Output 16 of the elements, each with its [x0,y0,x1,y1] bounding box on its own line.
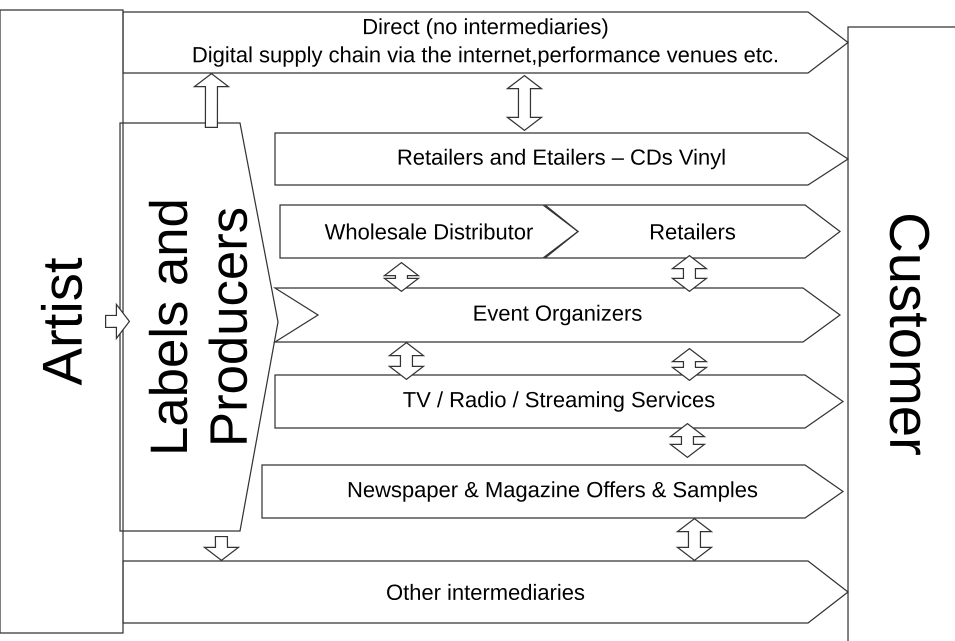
block-arrow [105,302,130,340]
chevron-band: Direct (no intermediaries) Digital supply chain via the internet,performance venues etc. [122,11,850,74]
chevron-band: Newspaper & Magazine Offers & Samples [261,464,844,519]
chevron-band: Retailers [543,204,842,259]
chevron-band: TV / Radio / Streaming Services [274,374,844,429]
chevron-band: Wholesale Distributor [279,204,580,259]
pentagon-box: Labels and Producers [119,122,279,532]
block-arrow [202,536,240,562]
chevron-band: Other intermediaries [122,560,850,624]
chevron-band: Retailers and Etailers – CDs Vinyl [274,132,850,186]
block-arrow [192,72,230,128]
bracket-box: Customer [847,26,955,641]
block-arrow [670,254,708,292]
artist-box: Artist [0,9,124,634]
chevron-band: Event Organizers [272,287,842,343]
block-arrow [668,422,706,458]
